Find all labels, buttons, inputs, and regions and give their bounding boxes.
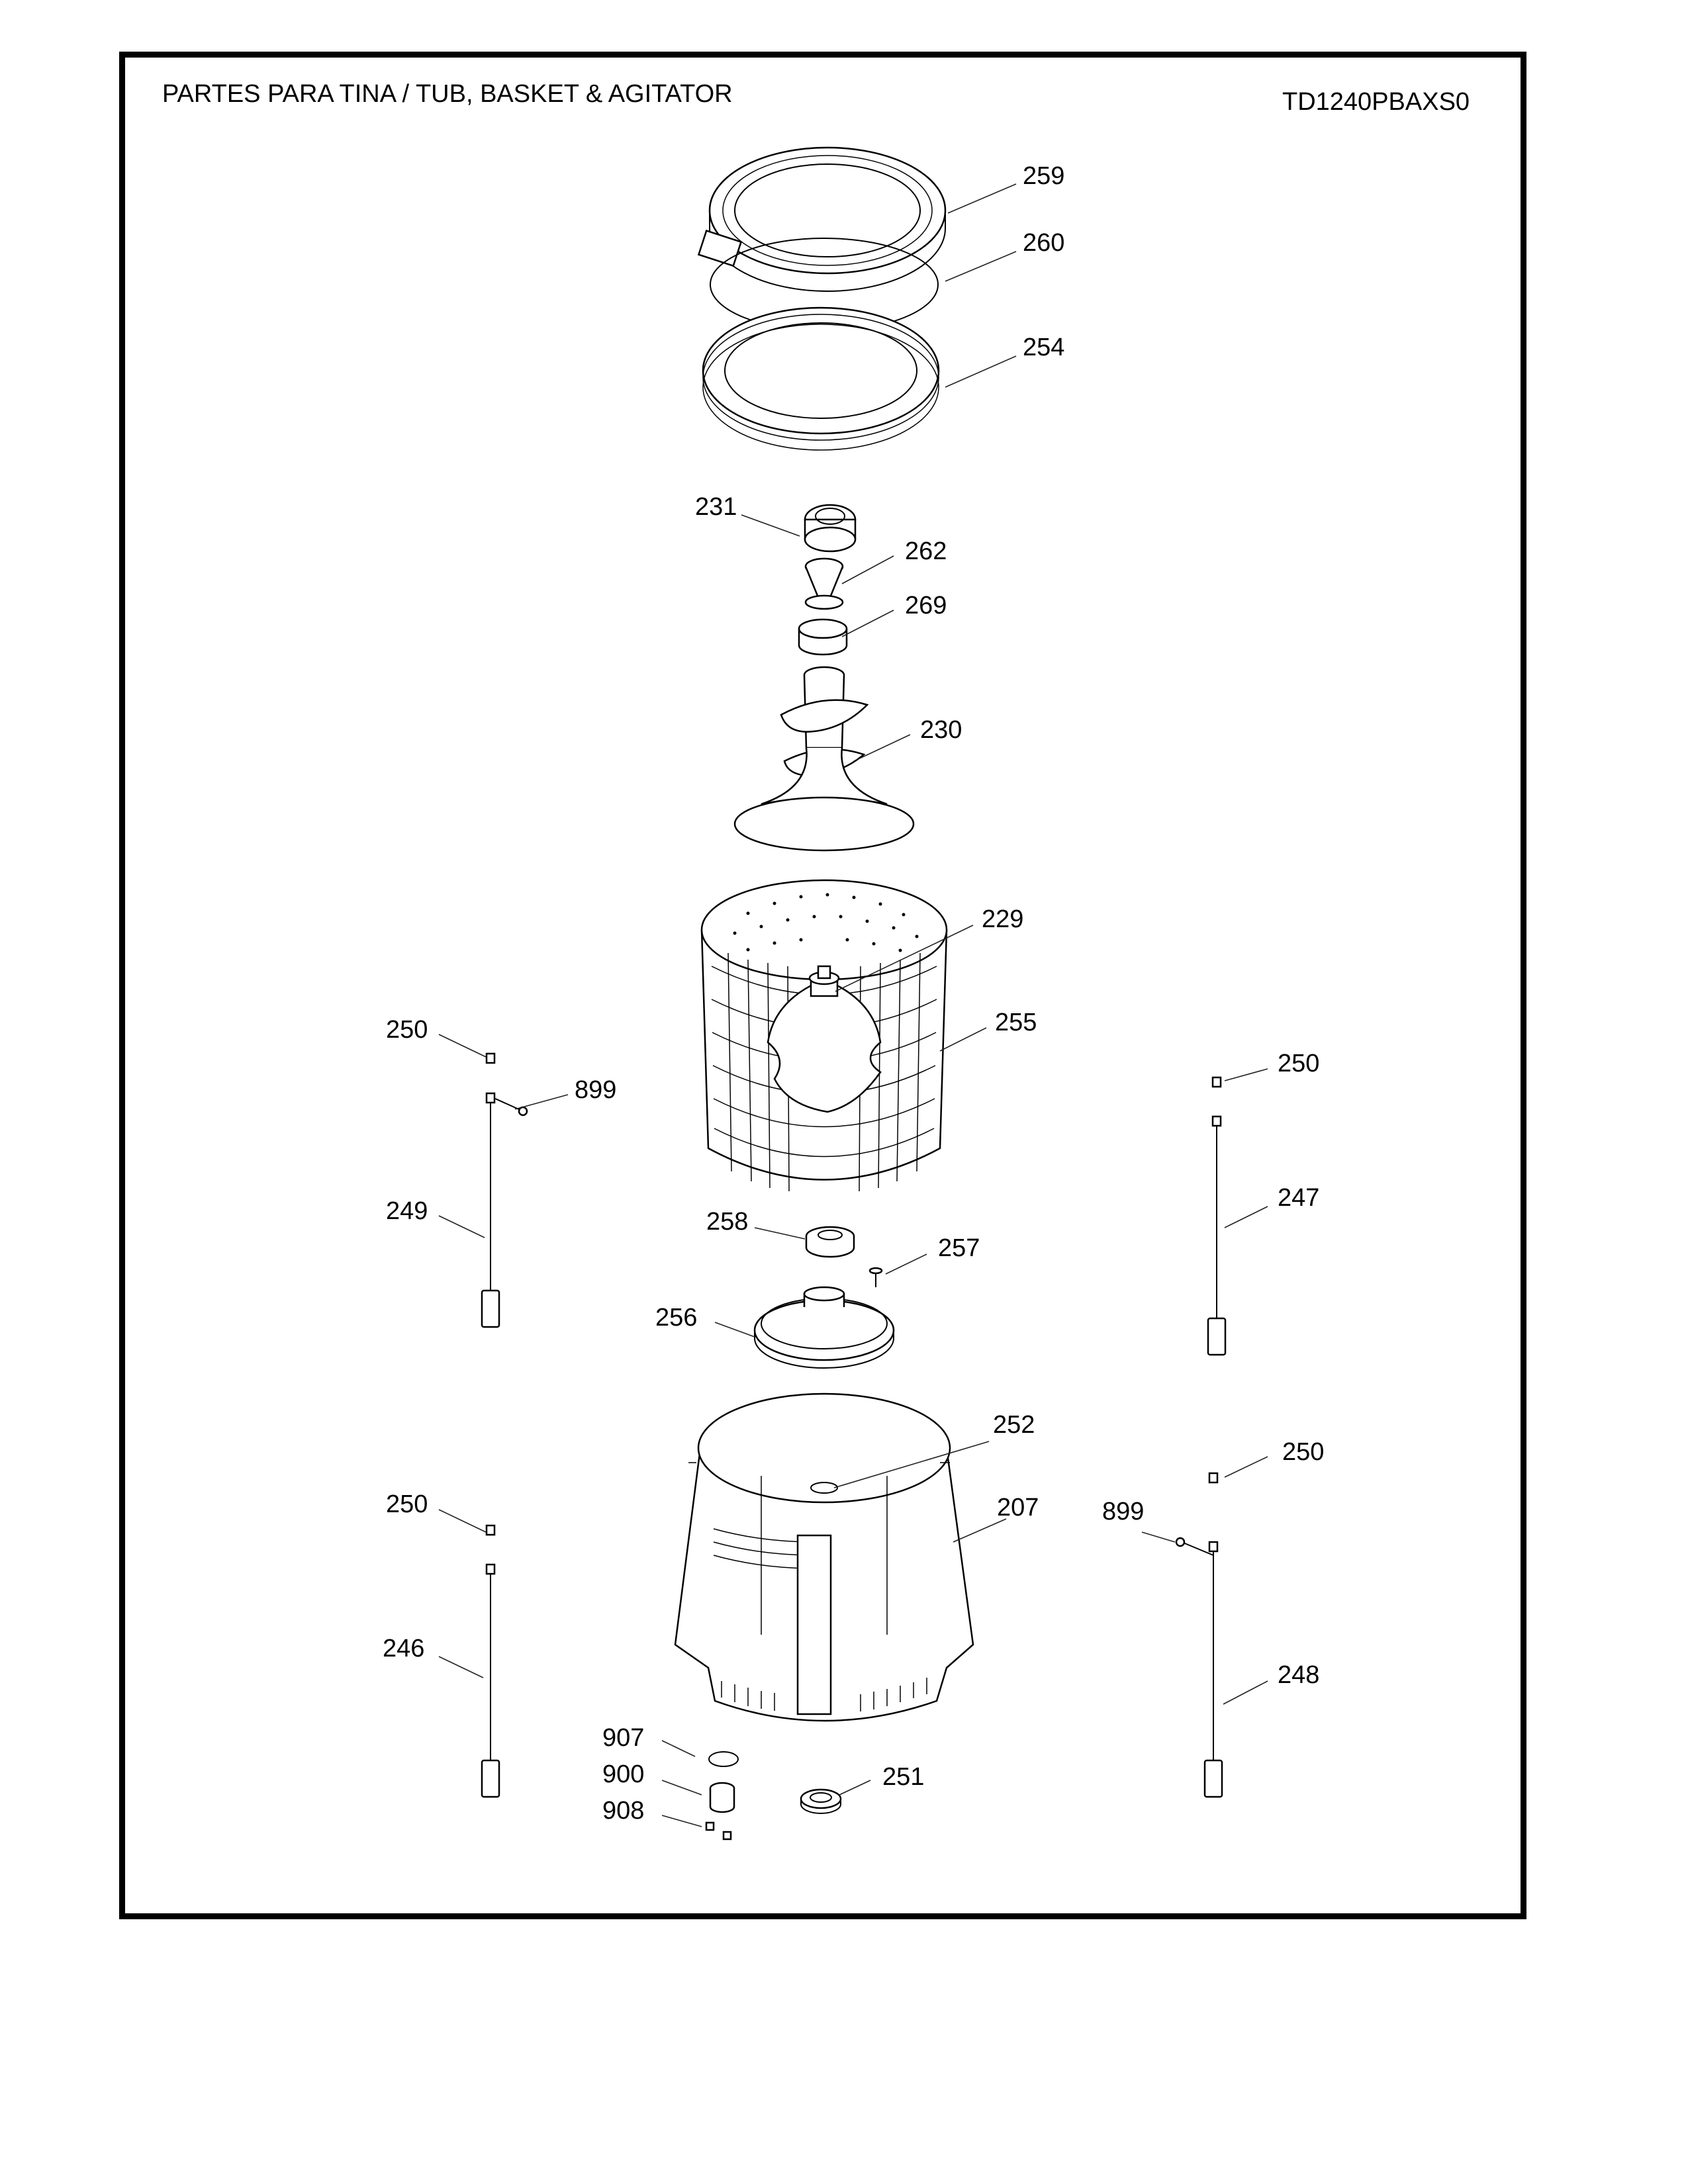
model-number: TD1240PBAXS0	[1282, 88, 1470, 116]
callout-231: 231	[695, 493, 737, 521]
callout-900: 900	[602, 1760, 644, 1788]
callout-259: 259	[1023, 162, 1064, 190]
wash-basket	[700, 879, 948, 1192]
callout-248: 248	[1278, 1661, 1319, 1689]
agitator	[733, 666, 915, 852]
suspension-rod-248	[1203, 1472, 1223, 1798]
basket-drive-nut	[805, 1226, 855, 1258]
tub-seal	[800, 1788, 842, 1814]
agitator-coupling	[798, 618, 848, 656]
callout-256: 256	[655, 1304, 697, 1332]
callout-250: 250	[386, 1490, 428, 1518]
hub-screw	[868, 1267, 883, 1287]
diagram-title: PARTES PARA TINA / TUB, BASKET & AGITATO…	[162, 80, 733, 108]
drain-grommet	[709, 1782, 735, 1813]
drain-o-ring	[708, 1751, 739, 1767]
callout-262: 262	[905, 537, 947, 565]
suspension-rod-247	[1207, 1076, 1227, 1356]
callout-249: 249	[386, 1197, 428, 1225]
leader-lines	[438, 183, 1268, 1827]
basket-hub	[753, 1286, 895, 1369]
callout-260: 260	[1023, 229, 1064, 257]
callout-246: 246	[383, 1635, 424, 1662]
tub-cover-ring	[697, 146, 947, 292]
callout-255: 255	[995, 1009, 1037, 1036]
callout-250: 250	[386, 1016, 428, 1044]
drain-clips	[705, 1821, 732, 1841]
callout-207: 207	[997, 1494, 1039, 1522]
callout-229: 229	[982, 905, 1023, 933]
callout-250: 250	[1282, 1438, 1324, 1466]
agitator-cap	[804, 504, 857, 553]
suspension-rod-249	[481, 1052, 500, 1328]
callout-907: 907	[602, 1724, 644, 1752]
callout-250: 250	[1278, 1050, 1319, 1077]
agitator-cone	[804, 557, 844, 610]
callout-899: 899	[575, 1076, 616, 1104]
callout-908: 908	[602, 1797, 644, 1825]
diagram-frame	[119, 52, 1526, 1919]
callout-247: 247	[1278, 1184, 1319, 1212]
callout-899: 899	[1102, 1498, 1144, 1525]
callout-254: 254	[1023, 334, 1064, 361]
outer-tub	[674, 1392, 974, 1722]
callout-258: 258	[706, 1208, 748, 1236]
callout-269: 269	[905, 592, 947, 619]
balance-ring	[702, 306, 940, 451]
callout-251: 251	[882, 1763, 924, 1791]
callout-252: 252	[993, 1411, 1035, 1439]
callout-257: 257	[938, 1234, 980, 1262]
suspension-link-right	[1175, 1537, 1214, 1556]
callout-230: 230	[920, 716, 962, 744]
suspension-rod-246	[481, 1524, 500, 1798]
